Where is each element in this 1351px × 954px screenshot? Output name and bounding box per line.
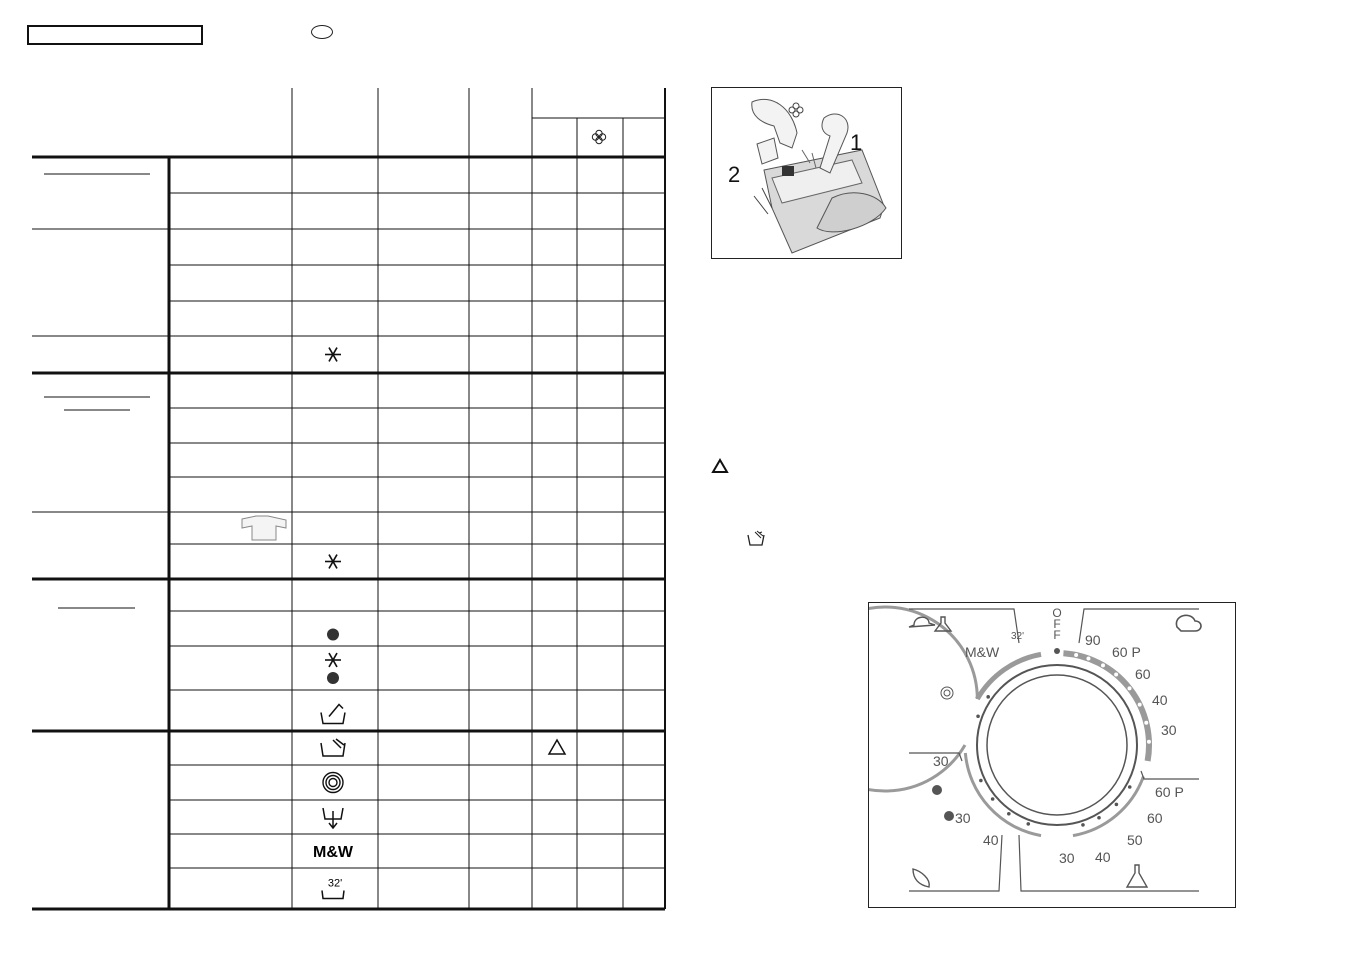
snowflake-icon xyxy=(325,347,341,362)
rinse-icon xyxy=(320,742,346,757)
dial-tick xyxy=(1114,672,1119,677)
handwash-icon xyxy=(320,712,346,725)
frame-top-right xyxy=(1078,608,1199,644)
cloud-icon xyxy=(908,616,936,628)
flower-icon xyxy=(788,102,804,118)
cloud-icon-right xyxy=(1175,614,1202,632)
dispenser-label-1: 1 xyxy=(850,130,862,155)
dial-tick xyxy=(1081,823,1085,827)
wool-icon xyxy=(944,811,954,821)
delicate-track xyxy=(963,752,1042,838)
wool-icon xyxy=(327,628,339,641)
cotton-temp-label: 30 xyxy=(1161,722,1177,738)
dial-tick xyxy=(979,778,983,783)
leaf-icon xyxy=(912,868,930,888)
dial-tick xyxy=(1146,739,1151,744)
quick32-icon xyxy=(321,890,345,900)
country-badge xyxy=(311,25,333,39)
flask-icon xyxy=(933,616,953,632)
spin-icon xyxy=(325,774,341,791)
synthetic-temp-label: 60 P xyxy=(1155,784,1184,800)
off-label: F xyxy=(1053,628,1060,642)
dial-knob-inner xyxy=(986,674,1128,816)
rinse-icon xyxy=(747,530,765,546)
off-label: F xyxy=(1053,617,1060,631)
frame-top-left xyxy=(909,608,1020,644)
shirt-icon xyxy=(241,515,287,541)
dial-tick xyxy=(990,797,995,801)
synthetic-track xyxy=(1072,775,1145,838)
dispenser-drawing: 1 2 xyxy=(728,98,887,254)
cotton-temp-label: 60 P xyxy=(1112,644,1141,660)
quick32-label: 32' xyxy=(1011,631,1024,642)
off-label: O xyxy=(1052,606,1061,620)
dial-tick xyxy=(1137,702,1142,707)
dial-tick xyxy=(1127,785,1132,789)
drain-icon xyxy=(322,807,344,830)
synthetic-temp-label: 50 xyxy=(1127,832,1143,848)
dial-tick xyxy=(1127,686,1132,691)
spin-icon xyxy=(940,686,954,700)
delicate-temp-label: 30 xyxy=(933,753,949,769)
warning-triangle-icon xyxy=(711,458,729,473)
dial-tick xyxy=(1007,812,1011,816)
cotton-temp-label: 40 xyxy=(1152,692,1168,708)
dispenser-label-2: 2 xyxy=(728,162,740,187)
dial-tick xyxy=(986,695,990,699)
spin-icon xyxy=(322,771,344,794)
special-track xyxy=(791,605,979,793)
wool-icon xyxy=(327,672,339,684)
hand-icon xyxy=(328,703,344,717)
snowflake-icon xyxy=(325,554,341,569)
cotton-temp-label: 60 xyxy=(1135,666,1151,682)
dial-tick xyxy=(1074,653,1079,658)
frame-bottom-left xyxy=(909,834,1003,892)
warning-triangle-icon xyxy=(547,738,567,755)
frame-right xyxy=(1140,770,1199,780)
delicate-temp-label: 30 xyxy=(955,810,971,826)
frame-bottom-right xyxy=(1018,834,1199,892)
frame-left xyxy=(909,752,963,762)
spin-icon-core xyxy=(943,689,951,697)
dial-tick xyxy=(1101,663,1105,668)
synthetic-temp-label: 30 xyxy=(1059,850,1075,866)
dial-tick xyxy=(1097,815,1101,820)
off-dot xyxy=(1054,648,1060,654)
dispenser-figure: 1 2 xyxy=(711,87,902,259)
mw-label: M&W xyxy=(313,844,354,861)
dial-tick xyxy=(976,714,980,719)
dial-tick xyxy=(1026,822,1031,826)
quick32-label: 32' xyxy=(328,878,342,890)
spin-icon xyxy=(328,777,338,788)
snowflake-icon xyxy=(325,652,341,668)
cotton-temp-label: 90 xyxy=(1085,632,1101,648)
program-table: M&W 32' xyxy=(32,88,666,911)
dial-tick xyxy=(1086,656,1091,661)
wool-icon xyxy=(932,785,942,795)
delicate-temp-label: 40 xyxy=(983,832,999,848)
synthetic-temp-label: 40 xyxy=(1095,849,1111,865)
mw-track xyxy=(975,651,1042,701)
flower-icon xyxy=(591,129,607,145)
dial-tick xyxy=(1144,720,1149,725)
title-box xyxy=(27,25,203,45)
flask-icon-right xyxy=(1125,864,1149,888)
dial-tick xyxy=(1114,802,1119,807)
synthetic-temp-label: 60 xyxy=(1147,810,1163,826)
spray-icon xyxy=(332,738,345,749)
mw-label: M&W xyxy=(965,644,1000,660)
